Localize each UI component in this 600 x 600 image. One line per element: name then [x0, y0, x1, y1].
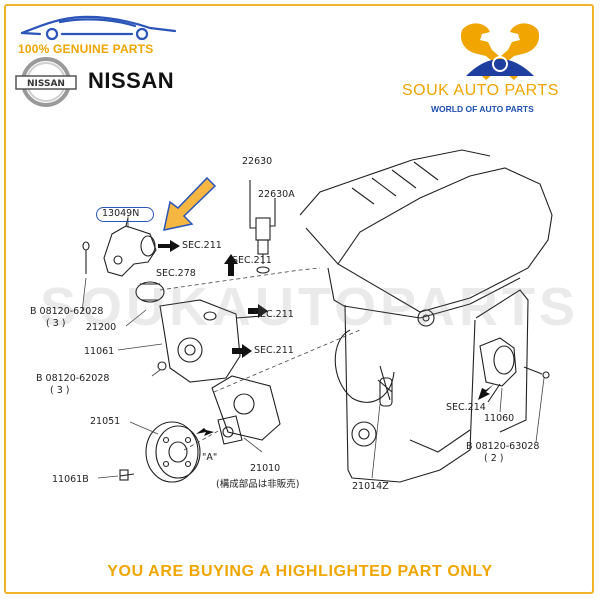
sec-arrows — [158, 240, 494, 436]
label-22630a: 22630A — [258, 189, 295, 200]
label-sec278: SEC.278 — [156, 268, 196, 279]
water-pump-pulley — [119, 421, 201, 483]
water-outlet — [82, 217, 157, 277]
highlight-arrow-icon — [163, 176, 217, 231]
leader-lines — [159, 267, 361, 451]
label-21200: 21200 — [86, 322, 117, 333]
label-sec211-lower: SEC.211 — [254, 345, 294, 356]
nissan-badge-text: NISSAN — [27, 79, 65, 89]
engine-block — [299, 149, 553, 483]
label-qty-2: ( 2 ) — [484, 453, 504, 464]
label-sec211-middle: SEC.211 — [254, 309, 294, 320]
seller-tagline: WORLD OF AUTO PARTS — [431, 104, 534, 114]
label-qty-3-b: ( 3 ) — [50, 385, 70, 396]
genuine-parts-text: 100% GENUINE PARTS — [18, 42, 154, 56]
label-view-a: "A" — [202, 452, 218, 463]
label-21014z: 21014Z — [352, 481, 389, 492]
label-sec211-outlet: SEC.211 — [182, 240, 222, 251]
label-11060: 11060 — [484, 413, 515, 424]
temperature-sensor — [249, 180, 276, 274]
wrench-icon — [460, 23, 540, 81]
part-leaders — [81, 215, 545, 479]
seller-name: SOUK AUTO PARTS — [402, 82, 559, 99]
gold-frame — [4, 4, 594, 594]
label-21051: 21051 — [90, 416, 121, 427]
label-11061: 11061 — [84, 346, 115, 357]
label-bolt-08120-62028-b: B 08120-62028 — [36, 373, 110, 384]
water-pump — [211, 375, 281, 445]
label-sec214: SEC.214 — [446, 402, 486, 413]
brand-name: NISSAN — [88, 68, 175, 93]
label-sec211-upper: SEC.211 — [232, 255, 272, 266]
car-silhouette-icon — [20, 15, 177, 41]
label-not-sold-note: (構成部品は非販売) — [216, 479, 300, 490]
watermark: SOUKAUTOPARTS — [40, 277, 580, 337]
label-bolt-08120-63028: B 08120-63028 — [466, 441, 540, 452]
label-bolt-08120-62028-a: B 08120-62028 — [30, 306, 104, 317]
nissan-logo-icon: NISSAN — [15, 57, 77, 107]
label-qty-3-a: ( 3 ) — [46, 318, 66, 329]
thermostat-housing — [135, 281, 263, 383]
label-22630: 22630 — [242, 156, 273, 167]
label-21010: 21010 — [250, 463, 281, 474]
highlighted-part-notice: YOU ARE BUYING A HIGHLIGHTED PART ONLY — [107, 563, 493, 580]
label-11061b: 11061B — [52, 474, 89, 485]
highlighted-part-callout — [96, 207, 154, 222]
label-13049n: 13049N — [102, 208, 140, 219]
